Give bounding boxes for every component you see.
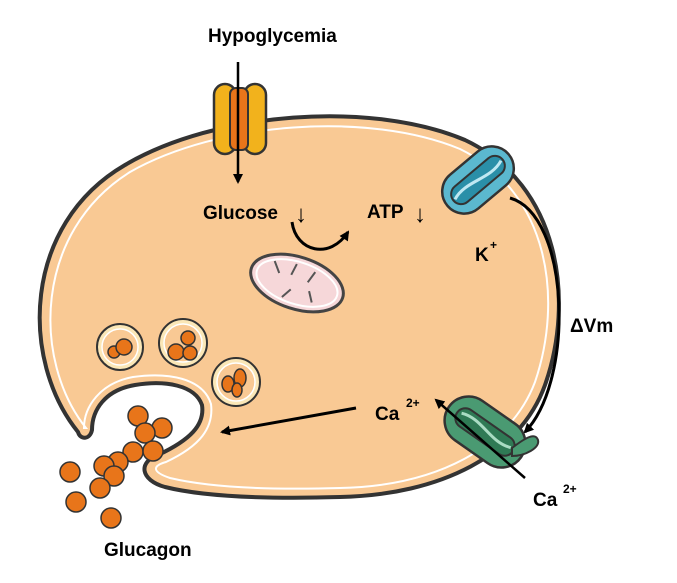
ca-inside-label: Ca [375, 404, 400, 425]
k-ion-label: K [475, 245, 489, 266]
ca-outside-label: Ca [533, 490, 558, 511]
mitochondrion-icon [249, 252, 345, 314]
ca-outside-charge: 2+ [563, 482, 577, 496]
secretory-granule-icon [211, 357, 261, 407]
k-atp-channel-icon [440, 145, 516, 215]
calcium-channel-tail [511, 435, 540, 458]
delta-vm-label: ΔVm [570, 316, 613, 337]
calcium-influx-arrow [434, 398, 526, 479]
calcium-channel-icon [443, 395, 527, 469]
cell-membrane-inner [49, 125, 550, 490]
glucagon-granule-icon [59, 405, 173, 529]
hypoglycemia-label: Hypoglycemia [208, 26, 337, 47]
metabolism-arrow [290, 221, 350, 251]
glucose-down-arrow: ↓ [295, 201, 307, 228]
glucose-transporter-icon [212, 82, 268, 156]
k-charge-label: + [490, 238, 497, 252]
secretory-granule-icon [158, 318, 208, 368]
depolarization-arrow [509, 196, 561, 434]
glucagon-label: Glucagon [104, 540, 192, 561]
glucose-label: Glucose [203, 203, 278, 224]
atp-down-arrow: ↓ [414, 201, 426, 228]
exocytosis-arrow [220, 406, 357, 436]
secretory-granule-icon [96, 323, 144, 371]
atp-label: ATP [367, 202, 404, 223]
ca-inside-charge: 2+ [406, 396, 420, 410]
